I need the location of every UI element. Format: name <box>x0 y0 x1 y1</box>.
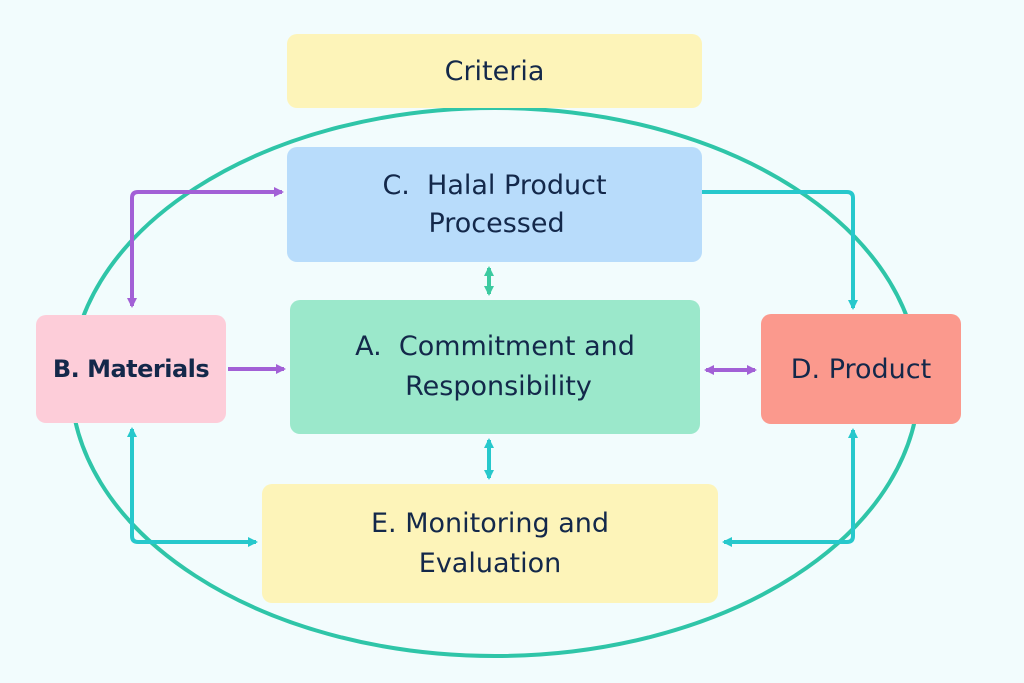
node-c-line2: Processed <box>428 207 565 239</box>
arrow-d-e <box>722 428 858 547</box>
node-e-monitoring-evaluation: E. Monitoring and Evaluation <box>262 484 718 603</box>
arrow-c-d <box>702 190 858 310</box>
node-d-label: D. Product <box>790 353 932 385</box>
criteria-label: Criteria <box>444 55 545 87</box>
node-a-line2: Responsibility <box>405 371 592 402</box>
node-e-line1: E. Monitoring and <box>371 507 609 539</box>
node-d-product: D. Product <box>761 314 961 424</box>
node-b-materials: B. Materials <box>36 315 226 423</box>
arrow-b-e <box>127 427 258 547</box>
node-e-line2: Evaluation <box>418 547 562 579</box>
node-c-line1: C. Halal Product <box>382 169 607 201</box>
node-c-halal-product-processed: C. Halal Product Processed <box>287 147 702 262</box>
criteria-header: Criteria <box>287 34 702 108</box>
node-a-line1: A. Commitment and <box>355 331 635 362</box>
arrow-b-c <box>127 187 284 308</box>
node-a-commitment-responsibility: A. Commitment and Responsibility <box>290 300 700 434</box>
node-b-label: B. Materials <box>52 355 210 383</box>
